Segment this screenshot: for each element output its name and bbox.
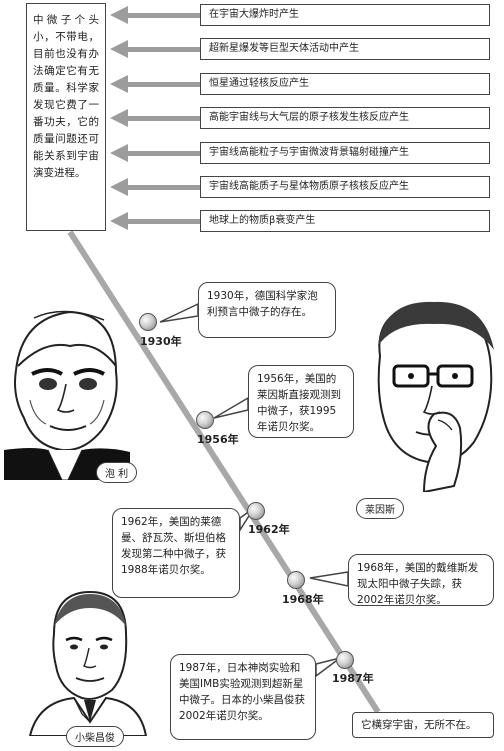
source-box: 高能宇宙线与大气层的原子核发生核反应产生 [200, 107, 490, 129]
arrow-shaft [128, 13, 200, 18]
end-box: 它横穿宇宙，无所不在。 [352, 712, 494, 738]
source-box: 在宇宙大爆炸时产生 [200, 4, 490, 26]
year-label: 1987年 [332, 672, 374, 685]
intro-box: 中微子个头小，不带电，目前也没有办法确定它有无质量。科学家发现它费了一番功夫，它… [26, 3, 106, 231]
arrow-left-icon [110, 178, 128, 196]
pauli-portrait [4, 310, 130, 480]
source-box: 恒星通过轻核反应产生 [200, 73, 490, 95]
arrow-left-icon [110, 144, 128, 162]
koshiba-portrait [28, 590, 148, 736]
source-box: 地球上的物质β衰变产生 [200, 210, 490, 232]
source-box: 宇宙线高能质子与星体物质原子核核反应产生 [200, 176, 490, 198]
source-box: 超新星爆发等巨型天体活动中产生 [200, 38, 490, 60]
reines-portrait [377, 301, 494, 492]
timeline-node [139, 313, 157, 331]
timeline-node [336, 651, 354, 669]
arrow-left-icon [110, 40, 128, 58]
source-box: 宇宙线高能粒子与宇宙微波背景辐射碰撞产生 [200, 142, 490, 164]
arrow-left-icon [110, 75, 128, 93]
arrow-shaft [128, 185, 200, 190]
name-tag-koshiba: 小柴昌俊 [66, 726, 124, 747]
arrow-shaft [128, 219, 200, 224]
arrow-shaft [128, 116, 200, 121]
event-bubble-1956: 1956年，美国的莱因斯直接观测到中微子，获1995年诺贝尔奖。 [248, 365, 354, 438]
event-bubble-1987: 1987年，日本神岗实验和美国IMB实验观测到超新星中微子。日本的小柴昌俊获20… [170, 654, 316, 740]
event-bubble-1930: 1930年，德国科学家泡利预言中微子的存在。 [198, 282, 336, 338]
arrow-left-icon [110, 212, 128, 230]
name-tag-reines: 莱因斯 [356, 498, 404, 519]
year-label: 1962年 [248, 523, 290, 536]
timeline-node [247, 502, 265, 520]
year-label: 1930年 [140, 335, 182, 348]
event-bubble-1962: 1962年，美国的莱德曼、舒瓦茨、斯坦伯格发现第二种中微子，获1988年诺贝尔奖… [112, 508, 240, 598]
arrow-shaft [128, 47, 200, 52]
arrow-left-icon [110, 109, 128, 127]
arrow-shaft [128, 151, 200, 156]
year-label: 1956年 [197, 433, 239, 446]
arrow-left-icon [110, 6, 128, 24]
year-label: 1968年 [282, 593, 324, 606]
name-tag-pauli: 泡 利 [96, 462, 138, 483]
timeline-node [196, 411, 214, 429]
arrow-shaft [128, 82, 200, 87]
event-bubble-1968: 1968年，美国的戴维斯发现太阳中微子失踪，获2002年诺贝尔奖。 [348, 554, 494, 606]
timeline-node [287, 571, 305, 589]
